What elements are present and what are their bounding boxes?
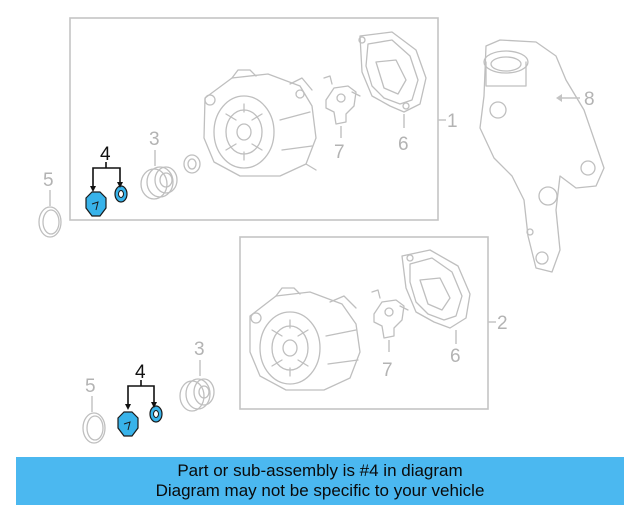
top-part-4-callout: 4 [100, 144, 111, 165]
top-highlighted-part-4 [85, 185, 128, 217]
top-assembly-frame [69, 17, 439, 221]
bottom-pulley [179, 378, 215, 412]
top-regulator [323, 75, 361, 125]
top-pulley-callout: 3 [149, 129, 160, 150]
bottom-pulley-cap [117, 411, 139, 437]
info-banner: Part or sub-assembly is #4 in diagram Di… [16, 457, 624, 505]
bottom-housing-callout: 6 [450, 346, 461, 367]
bottom-assembly-frame [239, 236, 489, 410]
bottom-pulley-callout: 3 [194, 339, 205, 360]
top-housing-cover [358, 31, 427, 113]
bottom-washer [82, 412, 106, 444]
bracket-callout: 8 [584, 89, 595, 110]
mounting-bracket [479, 39, 605, 273]
bottom-highlighted-part-4 [117, 405, 163, 437]
top-frame-callout: 1 [447, 111, 458, 132]
bottom-washer-callout: 5 [85, 376, 96, 397]
bottom-frame-callout: 2 [497, 313, 508, 334]
banner-line-2: Diagram may not be specific to your vehi… [155, 481, 485, 500]
top-housing-callout: 6 [398, 134, 409, 155]
bottom-regulator-callout: 7 [382, 360, 393, 381]
top-spacer-ring [183, 154, 201, 174]
bottom-alternator [249, 287, 361, 391]
bottom-regulator [371, 289, 409, 339]
top-pulley [140, 166, 178, 200]
top-regulator-callout: 7 [334, 142, 345, 163]
bottom-part-4-callout: 4 [135, 362, 146, 383]
top-washer-callout: 5 [43, 170, 54, 191]
banner-line-1: Part or sub-assembly is #4 in diagram [177, 461, 463, 480]
top-washer [38, 206, 62, 238]
bottom-housing-cover [401, 249, 471, 329]
top-alternator [203, 69, 317, 177]
top-pulley-cap [85, 191, 107, 217]
